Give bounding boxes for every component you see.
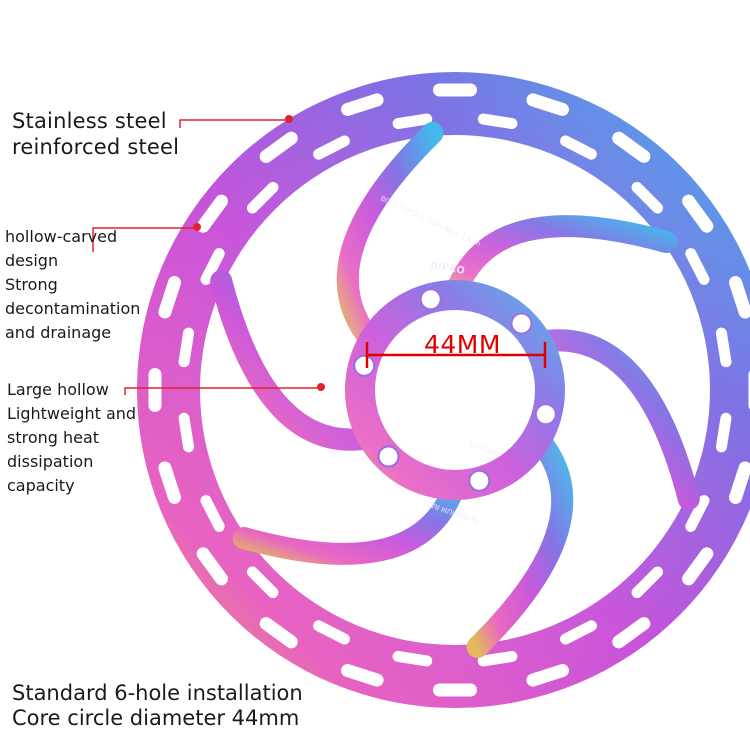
callout-hollow-carved: hollow-carved design Strong decontaminat…: [5, 225, 140, 345]
bolt-hole: [419, 288, 442, 311]
bolt-hole: [468, 469, 491, 492]
callout-hollow-line1: hollow-carved: [5, 227, 118, 246]
rotor-slot: [148, 368, 162, 412]
rotor-slot: [433, 83, 477, 97]
bolt-hole: [534, 403, 557, 426]
caption-line2: Core circle diameter 44mm: [12, 706, 300, 730]
callout-lines: [92, 115, 325, 395]
caption: Standard 6-hole installation Core circle…: [12, 681, 303, 731]
bolt-hole: [510, 312, 533, 335]
callout-hollow-line3: Strong: [5, 275, 58, 294]
diameter-measure: [365, 342, 547, 368]
bolt-hole: [353, 354, 376, 377]
callout-line-material: [179, 119, 288, 128]
callout-large-line4: dissipation: [7, 452, 94, 471]
callout-hollow-line2: design: [5, 251, 59, 270]
callout-line-large-hollow: [124, 387, 320, 395]
bolt-hole: [377, 445, 400, 468]
callout-large-line1: Large hollow: [7, 380, 109, 399]
callout-large-hollow: Large hollow Lightweight and strong heat…: [7, 378, 136, 498]
callout-large-line3: strong heat: [7, 428, 100, 447]
caption-line1: Standard 6-hole installation: [12, 681, 303, 705]
rotor-slot: [433, 683, 477, 697]
diameter-label: 44MM: [424, 330, 501, 359]
callout-material: Stainless steel reinforced steel: [12, 108, 179, 160]
callout-hollow-line5: and drainage: [5, 323, 112, 342]
callout-material-line1: Stainless steel: [12, 109, 167, 133]
callout-material-line2: reinforced steel: [12, 135, 180, 159]
callout-hollow-line4: decontamination: [5, 299, 141, 318]
callout-line-hollow-carved: [92, 227, 196, 252]
callout-large-line2: Lightweight and: [7, 404, 137, 423]
callout-large-line5: capacity: [7, 476, 75, 495]
